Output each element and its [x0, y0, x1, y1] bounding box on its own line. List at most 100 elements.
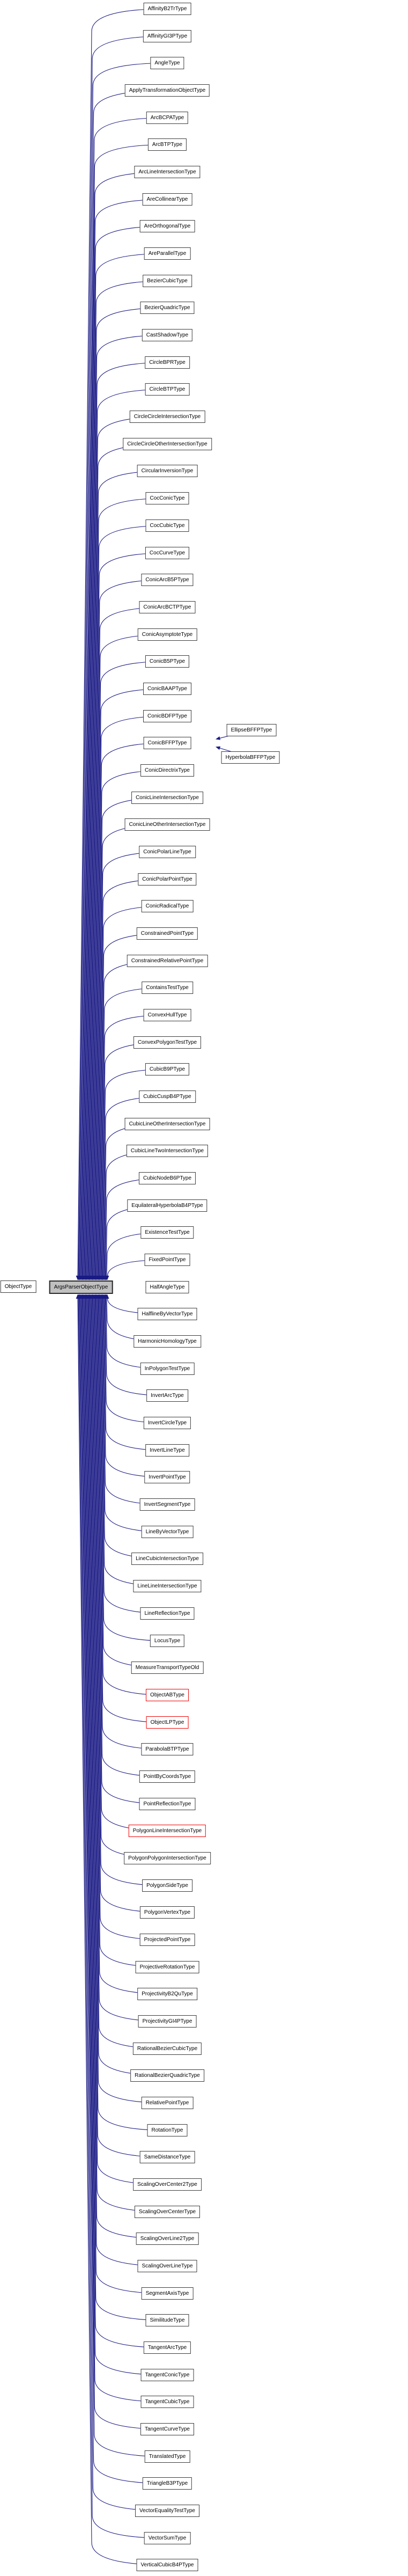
- derived-class-node[interactable]: ProjectivityGI4PType: [138, 2015, 197, 2028]
- derived-class-node[interactable]: RationalBezierQuadricType: [130, 2069, 204, 2082]
- derived-class-node[interactable]: CubicLineOtherIntersectionType: [124, 1118, 210, 1130]
- derived-class-node[interactable]: ProjectedPointType: [139, 1934, 195, 1946]
- derived-class-node[interactable]: ArcLineIntersectionType: [134, 166, 201, 178]
- derived-class-node[interactable]: RelativePointType: [141, 2097, 194, 2109]
- derived-class-node[interactable]: ProjectiveRotationType: [135, 1961, 199, 1973]
- derived-class-node[interactable]: ProjectivityB2QuType: [137, 1988, 197, 2000]
- derived-class-node[interactable]: CubicB9PType: [145, 1063, 190, 1075]
- derived-class-node[interactable]: ConicBAAPType: [143, 683, 191, 695]
- derived-class-node[interactable]: TriangleB3PType: [142, 2477, 192, 2490]
- derived-class-node[interactable]: BezierQuadricType: [140, 302, 195, 314]
- derived-class-node[interactable]: LineCubicIntersectionType: [131, 1553, 203, 1565]
- derived-class-node[interactable]: TangentCubicType: [140, 2396, 194, 2408]
- derived-class-node[interactable]: CubicLineTwoIntersectionType: [126, 1145, 209, 1157]
- derived-class-node[interactable]: TangentArcType: [143, 2341, 191, 2354]
- derived-class-node[interactable]: ConicArcB5PType: [141, 574, 194, 586]
- derived-class-node[interactable]: SimilitudeType: [145, 2314, 189, 2326]
- derived-class-node[interactable]: HalflineByVectorType: [137, 1308, 197, 1320]
- base-class-node[interactable]: ObjectType: [0, 1280, 36, 1293]
- derived-class-node[interactable]: ConicLineIntersectionType: [131, 792, 203, 804]
- derived-class-node[interactable]: CubicCuspB4PType: [139, 1091, 196, 1103]
- derived-class-node[interactable]: ScalingOverLine2Type: [136, 2233, 199, 2245]
- derived-class-node[interactable]: ParabolaBTPType: [141, 1743, 194, 1755]
- derived-class-node[interactable]: ConicBFFPType: [143, 737, 191, 749]
- derived-class-node[interactable]: VectorEqualityTestType: [135, 2505, 199, 2517]
- derived-class-node[interactable]: ConicDirectrixType: [140, 764, 194, 777]
- derived-class-node[interactable]: ConicPolarPointType: [138, 873, 197, 885]
- derived-class-node[interactable]: ScalingOverCenterType: [134, 2206, 201, 2218]
- derived-class-node[interactable]: CubicNodeB6PType: [138, 1172, 196, 1184]
- derived-class-node[interactable]: ObjectLPType: [146, 1716, 189, 1729]
- derived-class-node[interactable]: VerticalCubicB4PType: [136, 2559, 198, 2571]
- derived-class-node[interactable]: CircleBTPType: [145, 383, 190, 396]
- derived-class-node[interactable]: ConicB5PType: [145, 655, 190, 668]
- derived-class-node[interactable]: AreCollinearType: [142, 193, 192, 206]
- derived-class-node[interactable]: InPolygonTestType: [140, 1363, 195, 1375]
- derived-class-node[interactable]: HarmonicHomologyType: [133, 1335, 201, 1348]
- derived-class-node[interactable]: HalfAngleType: [145, 1281, 189, 1293]
- derived-class-node[interactable]: ConicArcBCTPType: [139, 601, 196, 613]
- derived-class-node[interactable]: PointByCoordsType: [139, 1770, 196, 1783]
- derived-class-node[interactable]: InvertPointType: [144, 1471, 190, 1483]
- derived-class-node[interactable]: AngleType: [150, 57, 184, 69]
- derived-class-node[interactable]: ConvexHullType: [143, 1009, 191, 1021]
- arrowhead-icon: [77, 1276, 81, 1280]
- derived-class-node[interactable]: ArcBTPType: [147, 138, 187, 151]
- derived-class-node[interactable]: ConstrainedRelativePointType: [127, 955, 208, 967]
- derived-class-node[interactable]: AreOrthogonalType: [139, 220, 195, 232]
- derived-class-node[interactable]: SegmentAxisType: [141, 2287, 194, 2300]
- derived-class-node[interactable]: CocConicType: [145, 492, 189, 504]
- derived-class-node[interactable]: ConstrainedPointType: [136, 927, 198, 940]
- derived-class-node[interactable]: EquilateralHyperbolaB4PType: [127, 1199, 207, 1212]
- derived-class-node[interactable]: ObjectABType: [146, 1689, 189, 1701]
- derived-class-node[interactable]: AreParallelType: [144, 247, 191, 260]
- derived-class-node[interactable]: VectorSumType: [144, 2532, 191, 2544]
- derived-class-node[interactable]: LocusType: [150, 1635, 185, 1647]
- derived-class-node[interactable]: InvertLineType: [145, 1444, 189, 1457]
- derived-class-node[interactable]: CocCurveType: [145, 547, 190, 559]
- derived-class-node[interactable]: FixedPointType: [144, 1254, 190, 1266]
- derived-class-node[interactable]: CircleBPRType: [145, 356, 190, 369]
- derived-class-node[interactable]: SameDistanceType: [139, 2151, 195, 2163]
- derived-class-node[interactable]: LineReflectionType: [140, 1607, 195, 1620]
- derived-class-node[interactable]: ScalingOverLineType: [137, 2260, 197, 2272]
- derived-class-node[interactable]: ScalingOverCenter2Type: [133, 2178, 202, 2191]
- derived-class-node[interactable]: CircularInversionType: [137, 465, 198, 477]
- derived-class-node[interactable]: ContainsTestType: [142, 982, 193, 994]
- derived-class-node[interactable]: AffinityB2TrType: [143, 3, 191, 15]
- derived-class-node[interactable]: TranslatedType: [144, 2450, 190, 2463]
- derived-class-node[interactable]: InvertSegmentType: [139, 1498, 195, 1511]
- derived-class-node[interactable]: AffinityGI3PType: [143, 30, 192, 42]
- derived-class-node[interactable]: ConicAsymptoteType: [137, 628, 197, 641]
- sub-derived-class-node[interactable]: HyperbolaBFFPType: [221, 751, 280, 764]
- derived-class-node[interactable]: InvertArcType: [146, 1389, 188, 1402]
- derived-class-node[interactable]: TangentCurveType: [140, 2423, 194, 2435]
- derived-class-node[interactable]: PolygonVertexType: [139, 1906, 195, 1919]
- derived-class-node[interactable]: CircleCircleIntersectionType: [129, 411, 205, 423]
- derived-class-node[interactable]: LineByVectorType: [141, 1526, 194, 1538]
- derived-class-node[interactable]: RotationType: [147, 2124, 188, 2136]
- derived-class-node[interactable]: InvertCircleType: [143, 1417, 191, 1429]
- derived-class-node[interactable]: MeasureTransportTypeOld: [131, 1662, 204, 1674]
- sub-derived-class-node[interactable]: EllipseBFFPType: [226, 724, 277, 736]
- derived-class-node[interactable]: ConicLineOtherIntersectionType: [124, 818, 210, 831]
- derived-class-node[interactable]: ConvexPolygonTestType: [133, 1036, 202, 1049]
- derived-class-node[interactable]: CircleCircleOtherIntersectionType: [123, 438, 212, 450]
- derived-class-node[interactable]: PolygonSideType: [142, 1879, 192, 1892]
- derived-class-node[interactable]: PolygonPolygonIntersectionType: [124, 1852, 211, 1864]
- derived-class-node[interactable]: ConicBDFPType: [143, 710, 191, 722]
- derived-class-node[interactable]: TangentConicType: [140, 2369, 194, 2381]
- derived-class-node[interactable]: ExistenceTestType: [140, 1226, 194, 1239]
- derived-class-node[interactable]: ConicPolarLineType: [139, 846, 196, 858]
- derived-class-node[interactable]: BezierCubicType: [143, 275, 192, 287]
- derived-class-node[interactable]: PointReflectionType: [139, 1798, 196, 1810]
- derived-class-node[interactable]: RationalBezierCubicType: [132, 2043, 202, 2055]
- derived-class-node[interactable]: ArcBCPAType: [146, 112, 189, 124]
- arrowhead-icon: [88, 1276, 93, 1280]
- derived-class-node[interactable]: CocCubicType: [145, 519, 189, 532]
- derived-class-node[interactable]: LineLineIntersectionType: [133, 1580, 202, 1592]
- derived-class-node[interactable]: PolygonLineIntersectionType: [128, 1825, 206, 1837]
- derived-class-node[interactable]: ApplyTransformationObjectType: [124, 84, 210, 97]
- derived-class-node[interactable]: CastShadowType: [142, 329, 193, 341]
- derived-class-node[interactable]: ConicRadicalType: [141, 900, 194, 912]
